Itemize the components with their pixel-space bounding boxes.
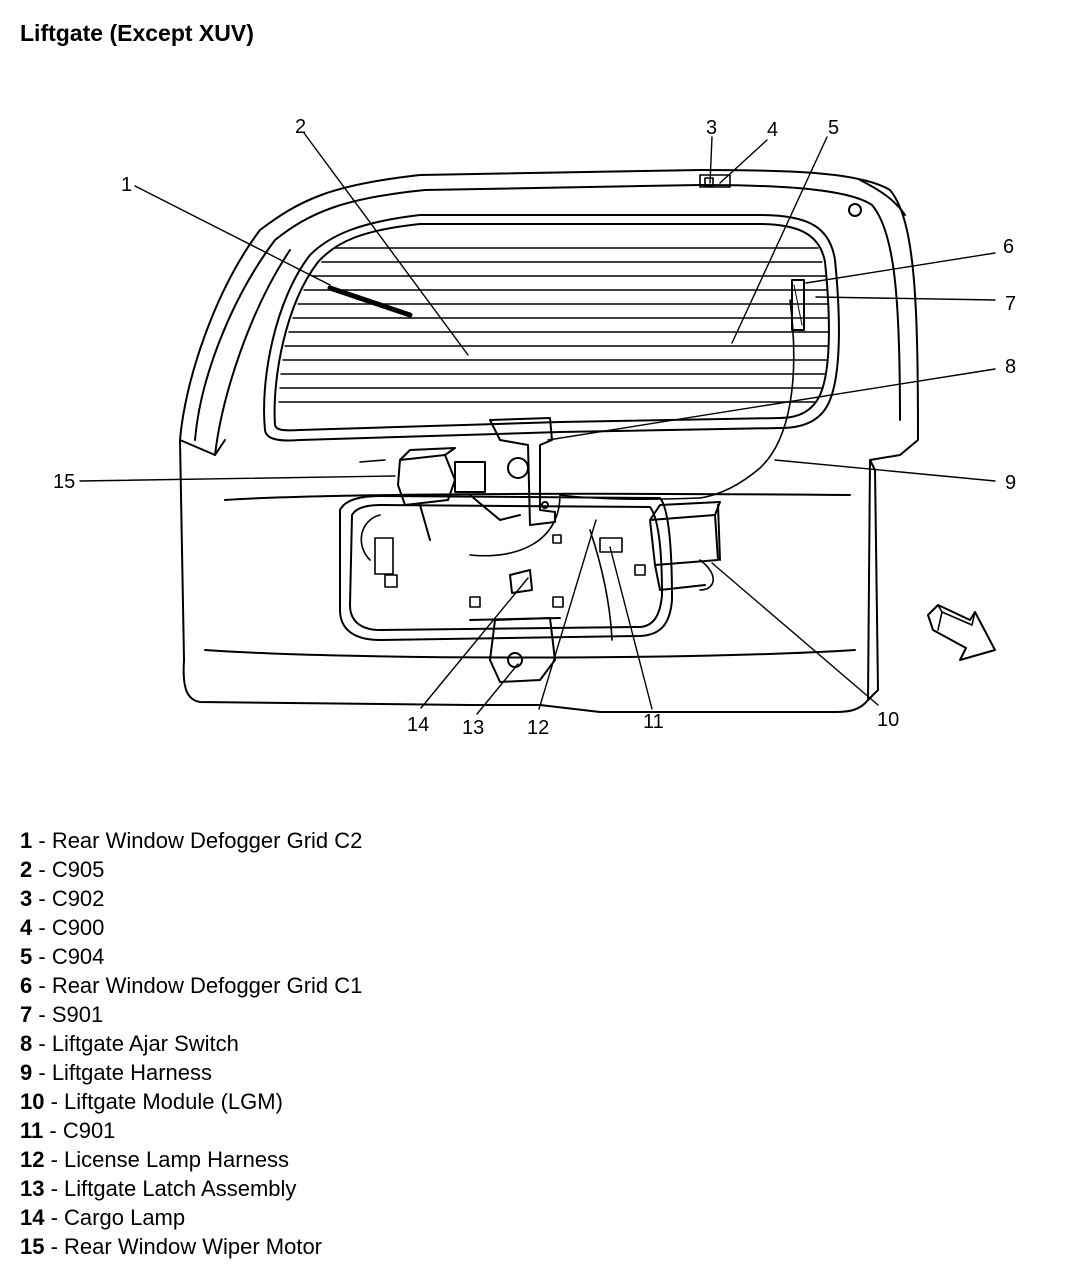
legend-label: Liftgate Ajar Switch	[51, 1031, 239, 1056]
legend-item: 12 - License Lamp Harness	[20, 1145, 362, 1174]
liftgate-ajar-switch	[489, 417, 556, 526]
legend-number: 6	[20, 973, 33, 998]
legend-item: 8 - Liftgate Ajar Switch	[20, 1029, 362, 1058]
legend-separator: -	[44, 1176, 65, 1201]
legend-item: 14 - Cargo Lamp	[20, 1203, 362, 1232]
connector-details	[359, 174, 731, 608]
wiper-motor	[397, 447, 529, 541]
legend-item: 15 - Rear Window Wiper Motor	[20, 1232, 362, 1261]
legend-label: C901	[62, 1118, 116, 1143]
legend-number: 13	[20, 1176, 45, 1201]
cargo-lamp	[509, 569, 533, 594]
legend-label: Rear Window Wiper Motor	[64, 1234, 322, 1259]
legend-separator: -	[32, 1031, 52, 1056]
callout-7: 7	[1005, 293, 1016, 315]
legend-label: C905	[51, 857, 105, 882]
legend-label: C902	[51, 886, 105, 911]
lower-trim-panel	[204, 492, 856, 659]
legend-label: Liftgate Latch Assembly	[64, 1176, 297, 1201]
legend-label: C904	[51, 944, 105, 969]
legend-number: 4	[20, 915, 33, 940]
legend-separator: -	[44, 1147, 65, 1172]
legend-number: 2	[20, 857, 33, 882]
callout-leaders	[79, 132, 996, 715]
callout-14: 14	[407, 714, 429, 736]
legend-item: 5 - C904	[20, 942, 362, 971]
legend-label: Liftgate Module (LGM)	[64, 1089, 283, 1114]
liftgate-module	[649, 501, 721, 591]
legend-number: 11	[20, 1118, 44, 1143]
legend-separator: -	[32, 828, 52, 853]
callout-10: 10	[877, 709, 899, 731]
legend-separator: -	[32, 915, 52, 940]
legend-list: 1 - Rear Window Defogger Grid C2 2 - C90…	[20, 826, 362, 1261]
legend-label: Cargo Lamp	[64, 1205, 186, 1230]
legend-separator: -	[32, 1002, 52, 1027]
legend-label: Liftgate Harness	[51, 1060, 213, 1085]
liftgate-diagram: 1 2 3 4 5 6 7 8 9 10 11 12 13 14 15	[53, 116, 1016, 739]
legend-number: 1	[20, 828, 33, 853]
legend-number: 12	[20, 1147, 45, 1172]
legend-label: C900	[51, 915, 105, 940]
legend-separator: -	[43, 1118, 63, 1143]
legend-separator: -	[32, 1060, 52, 1085]
legend-separator: -	[44, 1089, 65, 1114]
legend-number: 15	[20, 1234, 45, 1259]
legend-number: 14	[20, 1205, 45, 1230]
legend-number: 9	[20, 1060, 33, 1085]
legend-item: 10 - Liftgate Module (LGM)	[20, 1087, 362, 1116]
legend-item: 4 - C900	[20, 913, 362, 942]
legend-item: 11 - C901	[20, 1116, 362, 1145]
legend-number: 10	[20, 1089, 45, 1114]
legend-number: 7	[20, 1002, 33, 1027]
callout-3: 3	[706, 117, 717, 139]
callout-4: 4	[767, 119, 778, 141]
legend-item: 7 - S901	[20, 1000, 362, 1029]
callout-5: 5	[828, 117, 839, 139]
legend-item: 13 - Liftgate Latch Assembly	[20, 1174, 362, 1203]
legend-number: 5	[20, 944, 33, 969]
legend-separator: -	[44, 1234, 65, 1259]
legend-label: Rear Window Defogger Grid C1	[51, 973, 363, 998]
callout-8: 8	[1005, 356, 1016, 378]
callout-12: 12	[527, 717, 549, 739]
forward-arrow-icon	[927, 604, 996, 661]
legend-separator: -	[44, 1205, 65, 1230]
legend-item: 3 - C902	[20, 884, 362, 913]
callout-13: 13	[462, 717, 484, 739]
legend-item: 1 - Rear Window Defogger Grid C2	[20, 826, 362, 855]
callout-15: 15	[53, 471, 75, 493]
legend-item: 9 - Liftgate Harness	[20, 1058, 362, 1087]
legend-separator: -	[32, 857, 52, 882]
callout-1: 1	[121, 174, 132, 196]
legend-number: 3	[20, 886, 33, 911]
rear-window-glass	[263, 214, 840, 442]
legend-label: License Lamp Harness	[64, 1147, 290, 1172]
callout-numbers: 1 2 3 4 5 6 7 8 9 10 11 12 13 14 15	[53, 116, 1016, 739]
legend-label: S901	[51, 1002, 104, 1027]
legend-number: 8	[20, 1031, 33, 1056]
legend-separator: -	[32, 944, 52, 969]
page-title: Liftgate (Except XUV)	[20, 20, 254, 46]
callout-11: 11	[643, 711, 664, 733]
callout-2: 2	[295, 116, 306, 138]
legend-label: Rear Window Defogger Grid C2	[51, 828, 363, 853]
legend-separator: -	[32, 973, 52, 998]
callout-6: 6	[1003, 236, 1014, 258]
legend-item: 6 - Rear Window Defogger Grid C1	[20, 971, 362, 1000]
liftgate-harness	[360, 299, 795, 641]
callout-9: 9	[1005, 472, 1016, 494]
legend-item: 2 - C905	[20, 855, 362, 884]
legend-separator: -	[32, 886, 52, 911]
